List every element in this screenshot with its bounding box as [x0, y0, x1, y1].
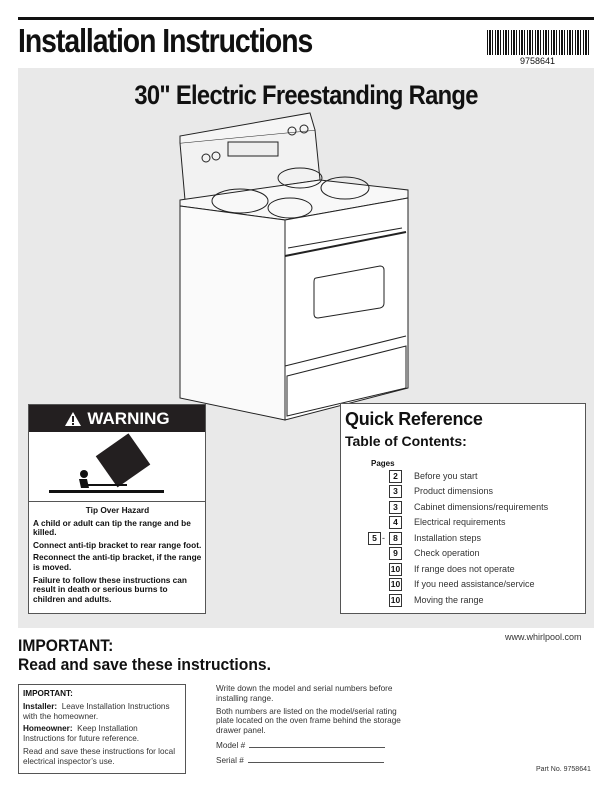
rating-plate-note: Both numbers are listed on the model/ser… [216, 706, 401, 736]
model-number-field[interactable] [249, 739, 386, 748]
model-label: Model # [216, 740, 246, 750]
barcode [487, 30, 590, 55]
product-title: 30" Electric Freestanding Range [18, 80, 594, 111]
model-serial-section: Write down the model and serial numbers … [216, 684, 406, 769]
toc-label: Electrical requirements [414, 517, 506, 527]
page-number: 9 [389, 547, 402, 560]
important-box-heading: IMPORTANT: [23, 689, 73, 698]
warning-line: A child or adult can tip the range and b… [33, 517, 191, 538]
toc-label: Cabinet dimensions/requirements [414, 502, 549, 512]
installer-label: Installer: [23, 701, 58, 711]
warning-line: Connect anti-tip bracket to rear range f… [33, 539, 202, 550]
important-heading: IMPORTANT: Read and save these instructi… [18, 636, 293, 674]
page-number: 3 [389, 501, 402, 514]
toc-label: Product dimensions [414, 486, 494, 496]
important-line1: IMPORTANT: [18, 636, 114, 655]
toc-label: Check operation [414, 548, 480, 558]
page-title: Installation Instructions [18, 22, 313, 59]
toc-label: If you need assistance/service [414, 579, 535, 589]
toc-label: If range does not operate [414, 564, 515, 574]
page-number: 2 [389, 470, 402, 483]
important-line2: Read and save these instructions. [18, 655, 271, 674]
warning-header: WARNING [29, 405, 205, 432]
tip-over-illustration [29, 432, 205, 502]
model-serial-instruction: Write down the model and serial numbers … [216, 684, 393, 703]
homeowner-text: Keep Installation Instructions for futur… [23, 724, 140, 744]
serial-number-field[interactable] [247, 754, 384, 763]
part-number: Part No. 9758641 [536, 766, 591, 773]
warning-line: Failure to follow these instructions can… [33, 574, 187, 604]
website-link[interactable]: www.whirlpool.com [505, 632, 582, 642]
page-number: 10 [389, 563, 402, 576]
serial-label: Serial # [216, 755, 244, 765]
page-number: 10 [389, 594, 402, 607]
pages-label: Pages [371, 459, 395, 468]
range-illustration [179, 112, 409, 421]
important-box: IMPORTANT: Installer: Leave Installation… [18, 684, 186, 774]
quick-reference-title: Quick Reference [345, 409, 483, 429]
doc-number: 9758641 [520, 56, 556, 66]
toc-title: Table of Contents: [345, 433, 467, 449]
toc-label: Before you start [414, 471, 478, 481]
product-title-text: 30" Electric Freestanding Range [134, 80, 478, 110]
page-number: 8 [389, 532, 402, 545]
toc-label: Moving the range [414, 595, 484, 605]
page-number: 4 [389, 516, 402, 529]
warning-line: Reconnect the anti-tip bracket, if the r… [33, 552, 202, 572]
installer-text: Leave Installation Instructions with the… [23, 701, 170, 721]
warning-triangle-icon [65, 411, 82, 426]
warning-hazard-title: Tip Over Hazard [85, 505, 150, 515]
warning-heading: WARNING [87, 408, 170, 428]
inspector-note: Read and save these instructions for loc… [23, 746, 176, 766]
page-number-start: 5 [368, 532, 381, 545]
homeowner-label: Homeowner: [23, 724, 73, 734]
toc-label: Installation steps [414, 533, 482, 543]
page-number: 3 [389, 485, 402, 498]
top-rule [18, 17, 594, 20]
page-range-dash: - [382, 533, 385, 543]
warning-box: WARNING Tip Over Hazard A child or adult… [28, 404, 206, 614]
quick-reference-box: Quick Reference Table of Contents: Pages… [340, 403, 586, 614]
page-number: 10 [389, 578, 402, 591]
